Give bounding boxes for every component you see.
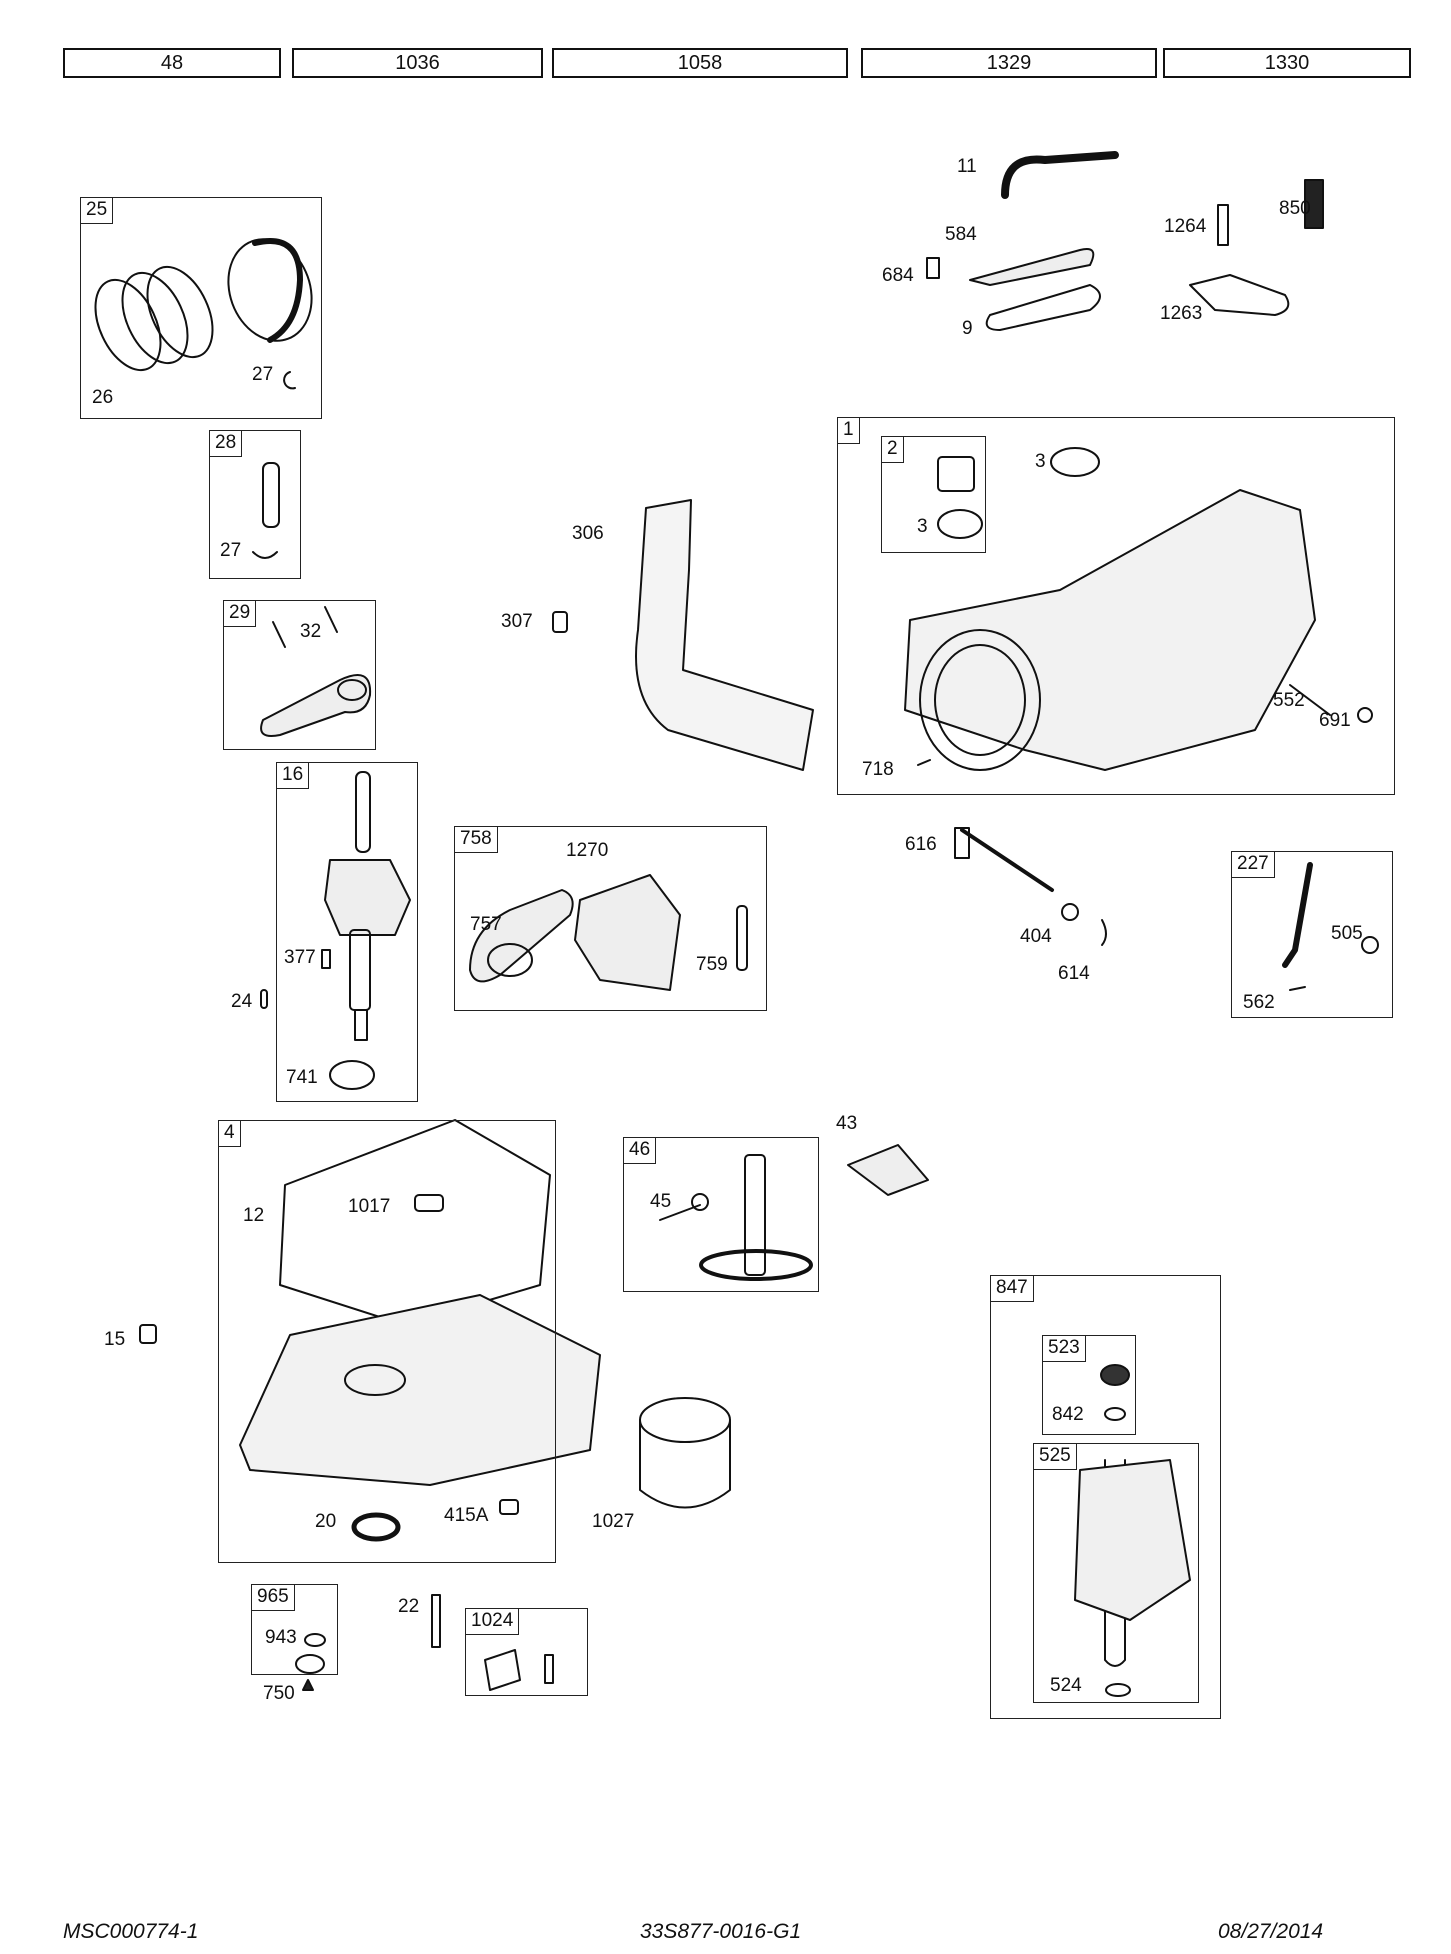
piston-rings-drawing (94, 237, 313, 390)
small-parts-drawing (295, 1594, 554, 1691)
part-label-12: 12 (243, 1205, 265, 1226)
part-label-562: 562 (1243, 992, 1275, 1013)
camshaft-drawing (659, 1154, 813, 1281)
part-label-1017: 1017 (348, 1196, 391, 1217)
part-group-tag: 29 (224, 601, 257, 627)
governor-shaft-drawing (954, 827, 1107, 946)
dipstick-tube-drawing (1074, 1364, 1191, 1697)
part-label-27-pin: 27 (220, 540, 242, 561)
part-group-tag: 965 (252, 1585, 295, 1611)
part-label-684: 684 (882, 265, 914, 286)
part-label-842: 842 (1052, 1404, 1084, 1425)
footer-drawing-number: 33S877-0016-G1 (640, 1920, 802, 1943)
part-group-tag: 28 (210, 431, 243, 457)
part-group-box-525: 525 (1033, 1443, 1199, 1703)
part-label-614: 614 (1058, 963, 1090, 984)
footer-date: 08/27/2014 (1218, 1920, 1324, 1943)
part-label-45: 45 (650, 1191, 672, 1212)
part-group-box-28: 28 (209, 430, 301, 579)
part-label-32: 32 (300, 621, 322, 642)
part-label-943: 943 (265, 1627, 297, 1648)
part-label-757: 757 (470, 914, 502, 935)
part-label-415a: 415A (444, 1505, 489, 1526)
cylinder-block-drawing (904, 447, 1373, 771)
part-group-box-4: 4 (218, 1120, 556, 1563)
part-label-691: 691 (1319, 710, 1351, 731)
part-label-22: 22 (398, 1596, 420, 1617)
part-label-718: 718 (862, 759, 894, 780)
part-group-tag: 227 (1232, 852, 1275, 878)
crankcase-cover-drawing (139, 1119, 601, 1542)
part-group-box-2: 2 (881, 436, 986, 553)
part-group-box-29: 29 (223, 600, 376, 750)
header-tab-48[interactable]: 48 (63, 48, 281, 78)
part-group-tag: 1024 (466, 1609, 520, 1635)
part-label-1270: 1270 (566, 840, 609, 861)
part-label-306: 306 (572, 523, 604, 544)
part-label-9: 9 (962, 318, 973, 339)
part-group-tag: 758 (455, 827, 498, 853)
footer-document-id: MSC000774-1 (63, 1920, 199, 1943)
connecting-rod-drawing (260, 606, 372, 737)
part-group-box-227: 227 (1231, 851, 1393, 1018)
part-group-box-16: 16 (276, 762, 418, 1102)
part-group-tag: 523 (1043, 1336, 1086, 1362)
part-label-759: 759 (696, 954, 728, 975)
part-label-616: 616 (905, 834, 937, 855)
part-label-20: 20 (315, 1511, 337, 1532)
governor-lever-drawing (1282, 862, 1379, 991)
part-group-box-758: 758 (454, 826, 767, 1011)
part-label-552: 552 (1273, 690, 1305, 711)
part-label-24: 24 (231, 991, 253, 1012)
part-label-15: 15 (104, 1329, 126, 1350)
part-group-box-965: 965 (251, 1584, 338, 1675)
part-label-26: 26 (92, 387, 114, 408)
header-tab-1329[interactable]: 1329 (861, 48, 1157, 78)
part-label-524: 524 (1050, 1675, 1082, 1696)
part-group-tag: 525 (1034, 1444, 1077, 1470)
part-group-tag: 16 (277, 763, 310, 789)
part-group-box-25: 25 (80, 197, 322, 419)
governor-drawing (469, 874, 748, 991)
part-group-box-1: 1 (837, 417, 1395, 795)
bracket-drawing (847, 1144, 929, 1196)
part-label-404: 404 (1020, 926, 1052, 947)
header-tab-1330[interactable]: 1330 (1163, 48, 1411, 78)
part-label-307: 307 (501, 611, 533, 632)
part-group-tag: 46 (624, 1138, 657, 1164)
part-label-850: 850 (1279, 198, 1311, 219)
part-label-505: 505 (1331, 923, 1363, 944)
part-group-box-46: 46 (623, 1137, 819, 1292)
part-group-box-1024: 1024 (465, 1608, 588, 1696)
part-label-1027: 1027 (592, 1511, 635, 1532)
part-label-3-box: 3 (917, 516, 928, 537)
piston-pin-drawing (252, 462, 280, 559)
header-tab-1036[interactable]: 1036 (292, 48, 543, 78)
part-group-tag: 25 (81, 198, 114, 224)
part-label-27-rings: 27 (252, 364, 274, 385)
part-label-377: 377 (284, 947, 316, 968)
part-label-750: 750 (263, 1683, 295, 1704)
part-label-43: 43 (836, 1113, 858, 1134)
part-group-tag: 1 (838, 418, 860, 444)
part-label-741: 741 (286, 1067, 318, 1088)
part-group-tag: 2 (882, 437, 904, 463)
breather-drawing (926, 151, 1324, 331)
part-label-11: 11 (957, 156, 977, 177)
header-tab-1058[interactable]: 1058 (552, 48, 848, 78)
part-label-3-top: 3 (1035, 451, 1046, 472)
part-label-584: 584 (945, 224, 977, 245)
baffle-drawing (552, 499, 814, 771)
oil-filter-drawing (639, 1397, 731, 1509)
part-group-box-847: 847 (990, 1275, 1221, 1719)
part-group-tag: 4 (219, 1121, 241, 1147)
part-label-1264: 1264 (1164, 216, 1207, 237)
part-group-box-523: 523 (1042, 1335, 1136, 1435)
part-label-1263: 1263 (1160, 303, 1203, 324)
part-group-tag: 847 (991, 1276, 1034, 1302)
crankshaft-drawing (260, 771, 411, 1090)
